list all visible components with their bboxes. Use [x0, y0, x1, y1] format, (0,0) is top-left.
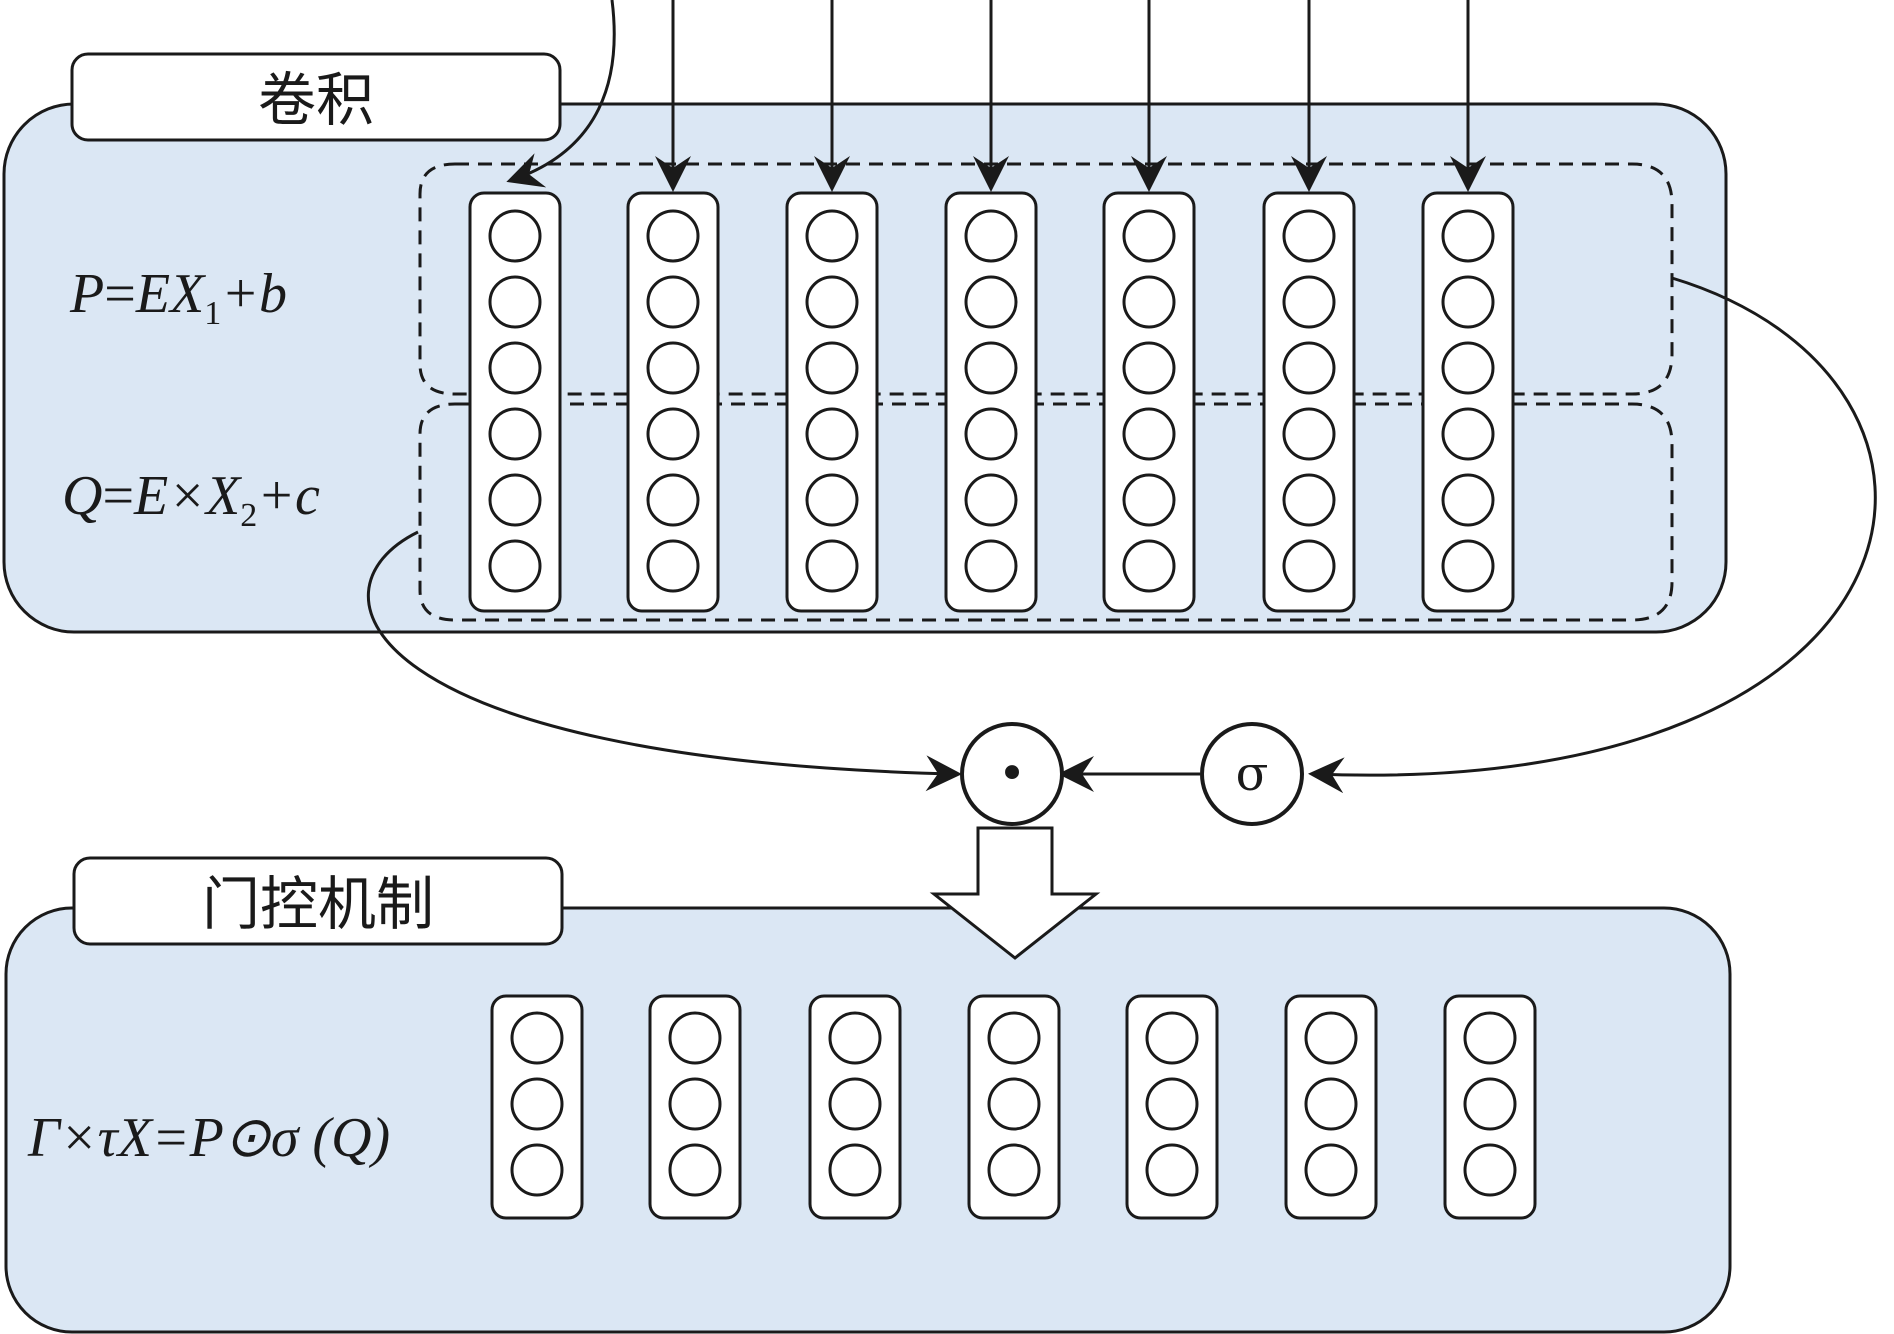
q-to-multiply-curve: [366, 530, 962, 792]
p-to-sigma-curve: [1308, 276, 1877, 794]
equation-p: P=EX1+b: [69, 263, 287, 332]
conv-node: [1282, 539, 1336, 593]
conv-node: [488, 539, 542, 593]
conv-node: [964, 275, 1018, 329]
conv-node: [1441, 473, 1495, 527]
dashed-group-q: [418, 402, 1674, 622]
sigma-symbol: σ: [1236, 746, 1269, 802]
output-down-arrow: [929, 826, 1101, 960]
conv-node: [646, 539, 700, 593]
conv-node: [646, 209, 700, 263]
conv-node: [646, 407, 700, 461]
conv-node: [964, 539, 1018, 593]
gate-node: [1145, 1011, 1199, 1065]
conv-node: [1122, 341, 1176, 395]
conv-node: [1441, 407, 1495, 461]
conv-node: [1441, 209, 1495, 263]
conv-node: [805, 407, 859, 461]
gate-node: [1145, 1077, 1199, 1131]
sigma-operator: [1200, 722, 1304, 826]
gate-node: [668, 1011, 722, 1065]
conv-node: [1122, 473, 1176, 527]
gating-operators: • σ: [366, 276, 1877, 826]
gate-node: [987, 1011, 1041, 1065]
conv-node: [1282, 275, 1336, 329]
conv-node: [1282, 407, 1336, 461]
multiply-symbol: •: [998, 746, 1026, 802]
gate-node: [1463, 1011, 1517, 1065]
gate-node: [1145, 1143, 1199, 1197]
gate-node: [510, 1143, 564, 1197]
conv-node: [646, 473, 700, 527]
conv-node: [1122, 209, 1176, 263]
gate-node: [668, 1077, 722, 1131]
conv-node: [488, 407, 542, 461]
equation-q: Q=E×X2+c: [62, 465, 320, 534]
conv-node: [646, 275, 700, 329]
gate-node: [828, 1077, 882, 1131]
convolution-panel: 卷积 P=EX1+b Q=E×X2+c: [2, 52, 1728, 634]
gate-node: [1304, 1077, 1358, 1131]
conv-node: [805, 473, 859, 527]
conv-node: [1441, 341, 1495, 395]
conv-node: [805, 209, 859, 263]
conv-node: [1441, 275, 1495, 329]
conv-node: [964, 407, 1018, 461]
gate-node: [828, 1011, 882, 1065]
conv-node: [646, 341, 700, 395]
gate-panel: 门控机制 Γ×τX=P⊙σ (Q): [4, 856, 1732, 1334]
gate-columns: [490, 994, 1537, 1220]
input-arrows: [506, 0, 1486, 192]
gate-title: 门控机制: [202, 870, 434, 938]
dashed-group-p: [418, 162, 1674, 396]
gate-node: [1304, 1011, 1358, 1065]
gate-node: [987, 1077, 1041, 1131]
gate-node: [828, 1143, 882, 1197]
conv-node: [805, 539, 859, 593]
conv-node: [1282, 473, 1336, 527]
convolution-title: 卷积: [258, 66, 374, 134]
gate-node: [510, 1011, 564, 1065]
convolution-columns: [468, 191, 1515, 613]
gate-node: [510, 1077, 564, 1131]
gate-node: [1463, 1143, 1517, 1197]
gate-node: [1304, 1143, 1358, 1197]
conv-node: [805, 275, 859, 329]
conv-node: [1441, 539, 1495, 593]
conv-node: [805, 341, 859, 395]
conv-node: [1282, 341, 1336, 395]
input-arrow: [506, 0, 616, 188]
conv-node: [1122, 275, 1176, 329]
conv-node: [488, 275, 542, 329]
conv-node: [1122, 539, 1176, 593]
conv-node: [964, 341, 1018, 395]
conv-node: [964, 473, 1018, 527]
conv-node: [1122, 407, 1176, 461]
conv-node: [1282, 209, 1336, 263]
gate-node: [668, 1143, 722, 1197]
conv-node: [488, 341, 542, 395]
gate-panel-tab: 门控机制: [72, 856, 564, 946]
convolution-panel-tab: 卷积: [70, 52, 562, 142]
conv-node: [964, 209, 1018, 263]
gate-node: [1463, 1077, 1517, 1131]
conv-node: [488, 473, 542, 527]
gate-equation: Γ×τX=P⊙σ (Q): [27, 1107, 390, 1169]
elementwise-multiply-operator: [960, 722, 1064, 826]
gate-node: [987, 1143, 1041, 1197]
conv-node: [488, 209, 542, 263]
